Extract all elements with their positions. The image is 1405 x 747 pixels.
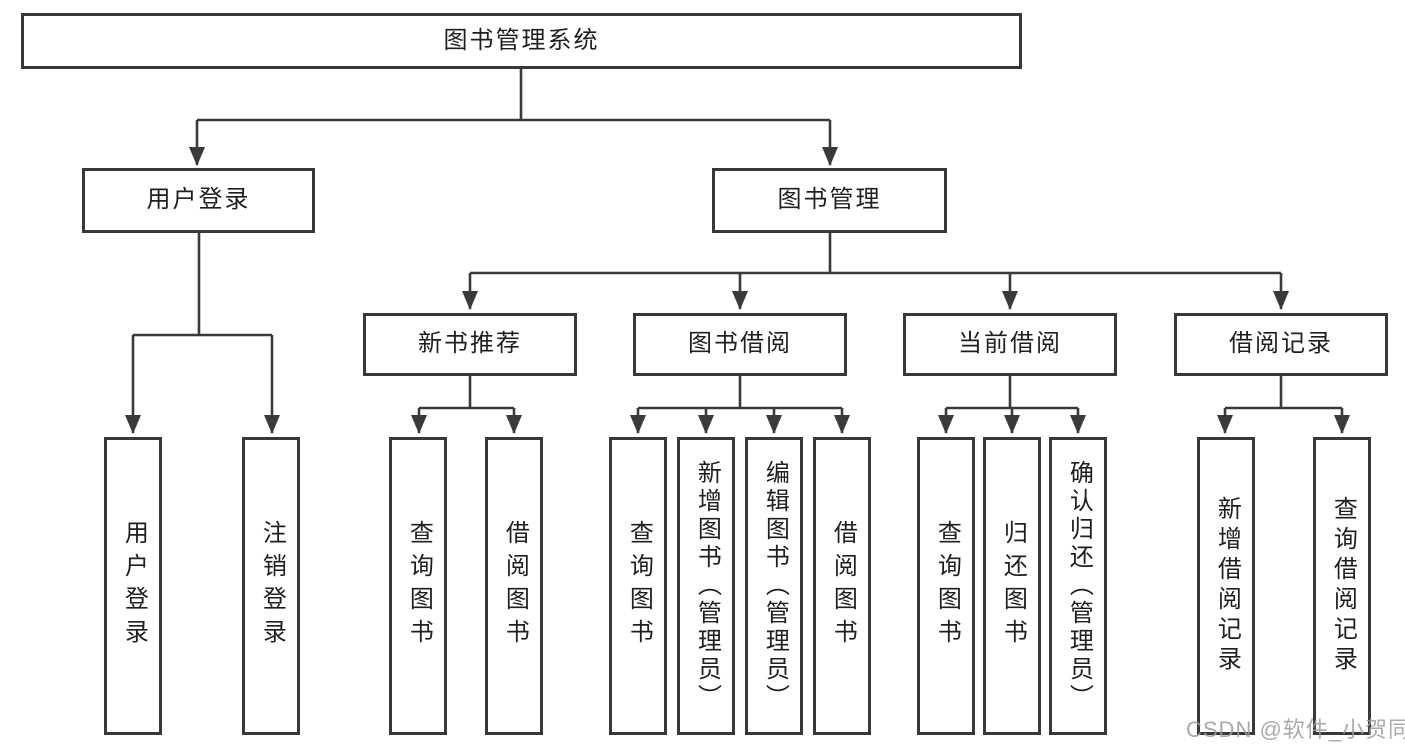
leaf-edit-books-admin: 编辑图书（管理员） <box>745 437 803 735</box>
leaf-query-books-borrow: 查询图书 <box>609 437 667 735</box>
leaf-add-borrow-record: 新增借阅记录 <box>1197 437 1255 735</box>
leaf-confirm-return-admin: 确认归还（管理员） <box>1049 437 1107 735</box>
leaf-borrow-books: 借阅图书 <box>813 437 871 735</box>
leaf-query-borrow-record: 查询借阅记录 <box>1313 437 1371 735</box>
node-book-management: 图书管理 <box>712 168 947 233</box>
leaf-user-login: 用户登录 <box>104 437 162 735</box>
leaf-add-books-admin: 新增图书（管理员） <box>677 437 735 735</box>
leaf-logout: 注销登录 <box>242 437 300 735</box>
node-library-management-system: 图书管理系统 <box>21 13 1022 69</box>
leaf-borrow-books-recommend: 借阅图书 <box>485 437 543 735</box>
node-current-borrowing: 当前借阅 <box>903 313 1117 376</box>
node-user-login: 用户登录 <box>82 168 315 233</box>
leaf-return-books: 归还图书 <box>983 437 1041 735</box>
node-borrowing-records: 借阅记录 <box>1174 313 1388 376</box>
csdn-watermark: CSDN @软件_小贺同学 <box>1186 717 1405 742</box>
leaf-query-books-current: 查询图书 <box>917 437 975 735</box>
node-new-book-recommendation: 新书推荐 <box>363 313 577 376</box>
node-book-borrowing: 图书借阅 <box>633 313 847 376</box>
arrow-lines <box>125 120 1350 434</box>
leaf-query-books-recommend: 查询图书 <box>389 437 447 735</box>
